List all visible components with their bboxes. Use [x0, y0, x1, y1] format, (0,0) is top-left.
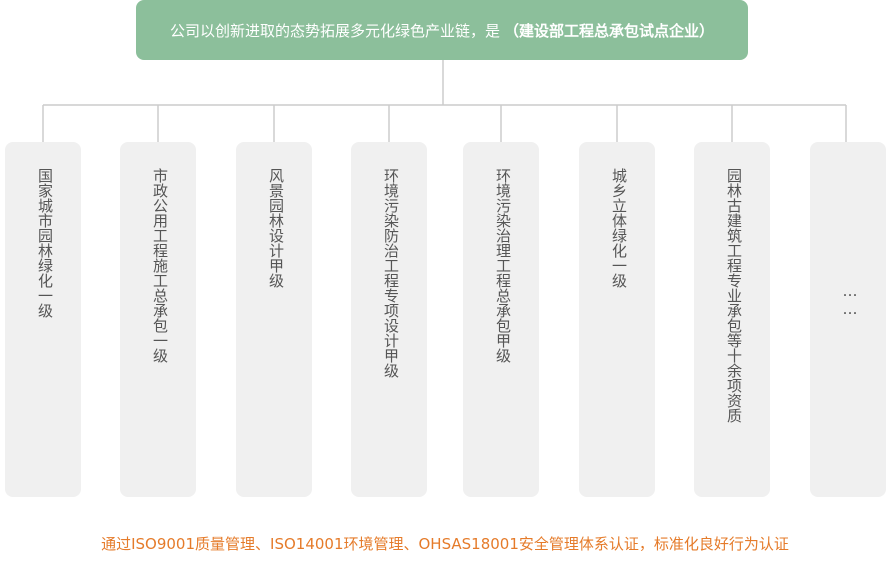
- qualification-label: 城乡立体绿化一级: [610, 168, 628, 288]
- qualification-card-landscape-design: 风景园林设计甲级: [236, 142, 312, 497]
- header-text: 公司以创新进取的态势拓展多元化绿色产业链，是: [169, 21, 500, 40]
- qualification-card-pollution-contracting: 环境污染治理工程总承包甲级: [463, 142, 539, 497]
- certification-footer: 通过ISO9001质量管理、ISO14001环境管理、OHSAS18001安全管…: [101, 535, 789, 553]
- qualification-card-urban-greening: 国家城市园林绿化一级: [5, 142, 81, 497]
- qualification-card-pollution-design: 环境污染防治工程专项设计甲级: [351, 142, 427, 497]
- qualification-card-vertical-greening: 城乡立体绿化一级: [579, 142, 655, 497]
- qualification-label: 环境污染治理工程总承包甲级: [494, 168, 512, 363]
- qualification-label: 国家城市园林绿化一级: [36, 168, 54, 318]
- qualification-label: 园林古建筑工程专业承包等十余项资质: [725, 168, 743, 423]
- header-box: 公司以创新进取的态势拓展多元化绿色产业链，是 （建设部工程总承包试点企业）: [136, 0, 748, 60]
- header-emphasis: （建设部工程总承包试点企业）: [504, 21, 715, 40]
- qualification-card-ancient-architecture: 园林古建筑工程专业承包等十余项资质: [694, 142, 770, 497]
- qualification-label: 环境污染防治工程专项设计甲级: [382, 168, 400, 378]
- qualification-card-more: ……: [810, 142, 886, 497]
- qualification-card-municipal: 市政公用工程施工总承包一级: [120, 142, 196, 497]
- qualification-label: 市政公用工程施工总承包一级: [151, 168, 169, 363]
- qualification-label: 风景园林设计甲级: [267, 168, 285, 288]
- qualification-ellipsis: ……: [841, 282, 859, 318]
